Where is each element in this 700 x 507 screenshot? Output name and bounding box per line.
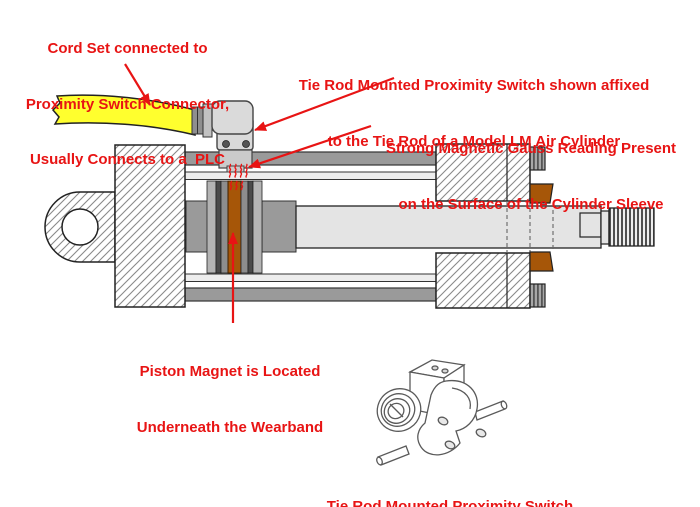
annotation-line: on the Surface of the Cylinder Sleeve — [398, 195, 664, 213]
annotation-piston-magnet: Piston Magnet is Located Underneath the … — [100, 326, 360, 474]
clamp-screw-icon — [444, 440, 456, 450]
arrow-gauss-icon — [248, 124, 372, 169]
rod-threads — [608, 207, 655, 247]
arrow-switch-icon — [254, 76, 395, 132]
clevis-eye-hole — [61, 208, 99, 246]
annotation-cord-set: Cord Set connected to Proximity Switch C… — [5, 3, 250, 207]
annotation-line: Strong Magnetic Gauss Reading Present — [385, 140, 677, 157]
arrow-cord-set-icon — [124, 63, 151, 106]
annotation-line: Proximity Switch Connector, — [25, 95, 230, 113]
piston-rod — [185, 200, 655, 253]
clamp-screw-icon — [437, 416, 449, 426]
switch-hole — [431, 365, 439, 371]
rod-seal-retainers — [529, 183, 554, 272]
annotation-line: Usually Connects to a PLC — [29, 151, 226, 168]
connector-face — [376, 388, 422, 432]
proximity-switch-assembly — [191, 100, 254, 173]
tie-rod-nuts — [529, 146, 546, 308]
switch-elbow-connector — [211, 100, 254, 135]
annotation-line: Piston Magnet is Located — [139, 363, 321, 380]
annotation-line: to the Tie Rod of a Model LM Air Cylinde… — [327, 132, 621, 150]
switch-hole — [441, 368, 449, 374]
magnetic-field-squiggles-icon — [228, 163, 248, 191]
annotation-line: Cord Set connected to — [47, 40, 208, 57]
hidden-bore-dashed-lines — [506, 201, 554, 253]
switch-screw-icon — [242, 140, 250, 148]
piston-assembly — [206, 180, 263, 274]
clamp-screw-icon — [475, 428, 487, 438]
annotation-gauss-reading: Strong Magnetic Gauss Reading Present on… — [362, 103, 700, 251]
right-end-cap — [435, 143, 554, 309]
annotation-arrows — [124, 63, 395, 323]
annotation-side-view: Tie Rod Mounted Proximity Switch (Side V… — [295, 461, 605, 507]
annotation-line: Underneath the Wearband — [136, 418, 324, 436]
side-view-switch-drawing — [376, 359, 508, 466]
annotation-switch-affixed: Tie Rod Mounted Proximity Switch shown a… — [268, 40, 680, 188]
left-end-cap — [44, 144, 186, 308]
tie-rod-clamp — [417, 380, 479, 456]
annotation-line: Tie Rod Mounted Proximity Switch shown a… — [298, 77, 650, 94]
switch-screw-icon — [222, 140, 230, 148]
annotation-line: Tie Rod Mounted Proximity Switch — [326, 498, 574, 507]
